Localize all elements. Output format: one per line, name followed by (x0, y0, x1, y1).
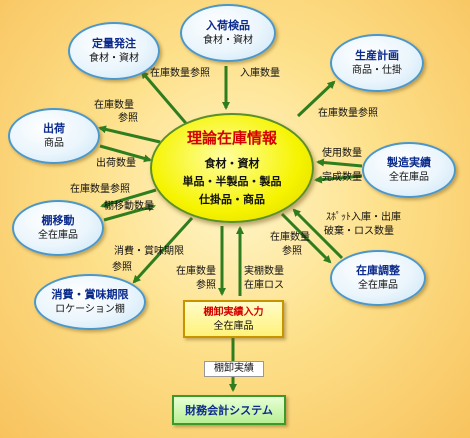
node-seizo: 製造実績 全在庫品 (362, 142, 456, 198)
arrow-seizo-kansei (314, 174, 363, 184)
node-shukka: 出荷 商品 (8, 108, 100, 164)
node-shohi: 消費・賞味期限 ロケーション棚 (34, 274, 146, 330)
label-shukka-ref1: 在庫数量 (94, 100, 134, 111)
node-teiryo-sub: 食材・資材 (89, 53, 139, 64)
node-seisan-sub: 商品・仕掛 (352, 65, 402, 76)
label-jitsu1: 実棚数量 (244, 266, 284, 277)
node-shohi-title: 消費・賞味期限 (51, 288, 129, 301)
label-tana-zaiko2: 参照 (196, 280, 216, 291)
label-teiryo-ref: 在庫数量参照 (150, 68, 210, 79)
label-jitsu2: 在庫ロス (244, 280, 284, 291)
node-tanaido: 棚移動 全在庫品 (12, 200, 104, 256)
label-shohi-ref1: 消費・賞味期限 (114, 246, 184, 257)
node-shukka-sub: 商品 (44, 138, 64, 149)
label-shukka-qty: 出荷数量 (96, 158, 136, 169)
label-kansei: 完成数量 (322, 172, 362, 183)
arrow-shohi (132, 216, 194, 284)
arrow-shukka-qty (99, 144, 152, 163)
node-zaiko-chosei-sub: 全在庫品 (358, 280, 398, 291)
node-nyuka: 入荷検品 食材・資材 (180, 4, 276, 62)
label-seisan-ref: 在庫数量参照 (318, 108, 378, 119)
node-nyuka-title: 入荷検品 (206, 19, 250, 32)
label-shiyo: 使用数量 (322, 148, 362, 159)
arrow-seisan (296, 80, 336, 118)
label-nyuko: 入庫数量 (240, 68, 280, 79)
label-chosei-ref1: 在庫数量 (270, 232, 310, 243)
node-seisan-title: 生産計画 (355, 49, 399, 62)
label-tana-ido: 棚移動数量 (104, 201, 154, 212)
arrow-chosei (292, 208, 344, 260)
node-tanaido-title: 棚移動 (41, 214, 75, 227)
label-shohi-ref2: 参照 (112, 262, 132, 273)
node-seisan: 生産計画 商品・仕掛 (330, 34, 424, 92)
arrow-chosei-ref (280, 212, 332, 264)
arrow-teiryo (140, 70, 192, 129)
arrow-tana-ref (100, 188, 157, 209)
arrow-seizo-shiyo (316, 158, 363, 168)
center-line-2: 単品・半製品・製品 (182, 175, 282, 188)
node-seizo-title: 製造実績 (387, 156, 431, 169)
node-teiryo: 定量発注 食材・資材 (68, 22, 160, 80)
node-tanaido-sub: 全在庫品 (38, 230, 78, 241)
node-zaiko-chosei-title: 在庫調整 (356, 264, 400, 277)
label-tana-ref: 在庫数量参照 (70, 184, 130, 195)
label-shukka-ref2: 参照 (118, 113, 138, 124)
node-seizo-sub: 全在庫品 (389, 172, 429, 183)
arrow-shukka-ref (98, 125, 161, 144)
node-zaiko-chosei: 在庫調整 全在庫品 (330, 250, 426, 306)
tanaorosi-label: 棚卸実績 (204, 361, 264, 377)
label-spot1: ｽﾎﾟｯﾄ入庫・出庫 (326, 212, 401, 223)
node-shukka-title: 出荷 (43, 122, 65, 135)
center-line-1: 食材・資材 (204, 157, 260, 170)
node-shohi-sub: ロケーション棚 (55, 304, 125, 315)
tana-jisseki-title: 棚卸実績入力 (203, 307, 264, 318)
node-teiryo-title: 定量発注 (92, 37, 136, 50)
center-title: 理論在庫情報 (186, 129, 277, 147)
center-line-3: 仕掛品・商品 (199, 193, 265, 206)
arrow-tana-ido (103, 203, 156, 222)
label-tana-zaiko1: 在庫数量 (176, 266, 216, 277)
zaimu-box: 財務会計システム (172, 395, 286, 425)
zaimu-title: 財務会計システム (185, 404, 273, 417)
label-spot2: 破棄・ロス数量 (324, 226, 394, 237)
tana-jisseki-box: 棚卸実績入力 全在庫品 (183, 300, 284, 338)
node-nyuka-sub: 食材・資材 (203, 35, 253, 46)
tana-jisseki-sub: 全在庫品 (213, 321, 254, 332)
label-chosei-ref2: 参照 (282, 246, 302, 257)
center-theory-stock: 理論在庫情報 食材・資材 単品・半製品・製品 仕掛品・商品 (150, 113, 314, 223)
